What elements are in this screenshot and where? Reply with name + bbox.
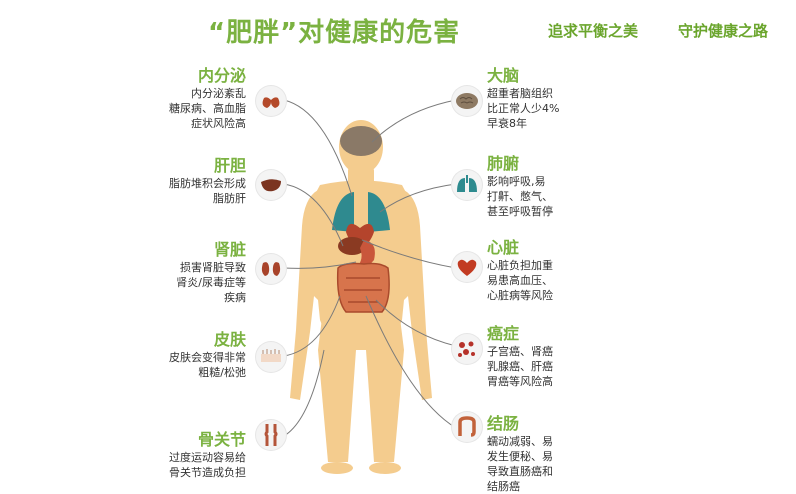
lungs-icon	[452, 170, 482, 200]
item-line: 蠕动减弱、易	[487, 435, 553, 448]
item-title: 内分泌	[197, 66, 246, 85]
item-title: 肾脏	[213, 240, 246, 259]
liver-icon	[256, 170, 286, 200]
item-line: 骨关节造成负担	[169, 466, 246, 479]
item-line: 疾病	[224, 291, 246, 304]
item-title: 癌症	[487, 324, 520, 343]
item-joint: 骨关节 过度运动容易给 骨关节造成负担	[169, 426, 246, 480]
item-line: 粗糙/松弛	[198, 366, 246, 379]
item-line: 结肠癌	[487, 480, 520, 493]
item-line: 影响呼吸,易	[487, 175, 546, 188]
item-line: 心脏病等风险	[487, 289, 553, 302]
brain-organ	[340, 126, 382, 156]
item-line: 症状风险高	[191, 117, 246, 130]
item-line: 损害肾脏导致	[180, 261, 246, 274]
item-title: 心脏	[487, 238, 520, 257]
item-line: 乳腺癌、肝癌	[487, 360, 553, 373]
item-title: 肺腑	[487, 154, 520, 173]
item-line: 脂肪堆积会形成	[169, 177, 246, 190]
kidney-icon	[256, 254, 286, 284]
item-title: 大脑	[487, 66, 520, 85]
item-line: 皮肤会变得非常	[169, 351, 246, 364]
item-title: 结肠	[487, 414, 520, 433]
cancer-cells-icon	[452, 334, 482, 364]
item-liver: 肝胆 脂肪堆积会形成 脂肪肝	[169, 152, 246, 206]
item-line: 心脏负担加重	[487, 259, 553, 272]
item-line: 易患高血压、	[487, 274, 553, 287]
stomach-organ	[358, 240, 375, 267]
item-kidney: 肾脏 损害肾脏导致 肾炎/尿毒症等 疾病	[176, 236, 246, 305]
item-line: 内分泌紊乱	[191, 87, 246, 100]
item-cancer: 癌症 子宫癌、肾癌 乳腺癌、肝癌 胃癌等风险高	[487, 320, 553, 389]
item-line: 胃癌等风险高	[487, 375, 553, 388]
item-title: 肝胆	[213, 156, 246, 175]
item-lungs: 肺腑 影响呼吸,易 打鼾、憋气、 甚至呼吸暂停	[487, 150, 553, 219]
item-line: 糖尿病、高血脂	[169, 102, 246, 115]
item-line: 比正常人少4%	[487, 102, 560, 115]
page-title: “肥胖”对健康的危害	[208, 18, 461, 48]
item-title: 皮肤	[213, 330, 246, 349]
item-heart: 心脏 心脏负担加重 易患高血压、 心脏病等风险	[487, 234, 553, 303]
connector-lines	[283, 99, 457, 437]
item-line: 甚至呼吸暂停	[487, 205, 553, 218]
brain-icon	[452, 86, 482, 116]
item-line: 导致直肠癌和	[487, 465, 553, 478]
item-colon: 结肠 蠕动减弱、易 发生便秘、易 导致直肠癌和 结肠癌	[487, 410, 553, 494]
joint-icon	[256, 420, 286, 450]
item-line: 脂肪肝	[213, 192, 246, 205]
item-line: 肾炎/尿毒症等	[176, 276, 246, 289]
colon-icon	[452, 412, 482, 442]
item-endocrine: 内分泌 内分泌紊乱 糖尿病、高血脂 症状风险高	[169, 62, 246, 131]
item-line: 过度运动容易给	[169, 451, 246, 464]
lungs-organ	[332, 192, 390, 232]
skin-icon	[256, 342, 286, 372]
slogan-health: 守护健康之路	[678, 22, 769, 40]
item-brain: 大脑 超重者脑组织 比正常人少4% 早衰8年	[487, 62, 559, 131]
thyroid-icon	[256, 86, 286, 116]
item-line: 发生便秘、易	[487, 450, 553, 463]
item-skin: 皮肤 皮肤会变得非常 粗糙/松弛	[169, 326, 246, 380]
item-line: 子宫癌、肾癌	[487, 345, 553, 358]
slogan-balance: 追求平衡之美	[548, 22, 639, 40]
liver-organ	[338, 237, 366, 255]
item-title: 骨关节	[197, 430, 246, 449]
item-line: 早衰8年	[487, 117, 527, 130]
heart-icon	[452, 252, 482, 282]
item-line: 打鼾、憋气、	[487, 190, 553, 203]
item-line: 超重者脑组织	[487, 87, 553, 100]
